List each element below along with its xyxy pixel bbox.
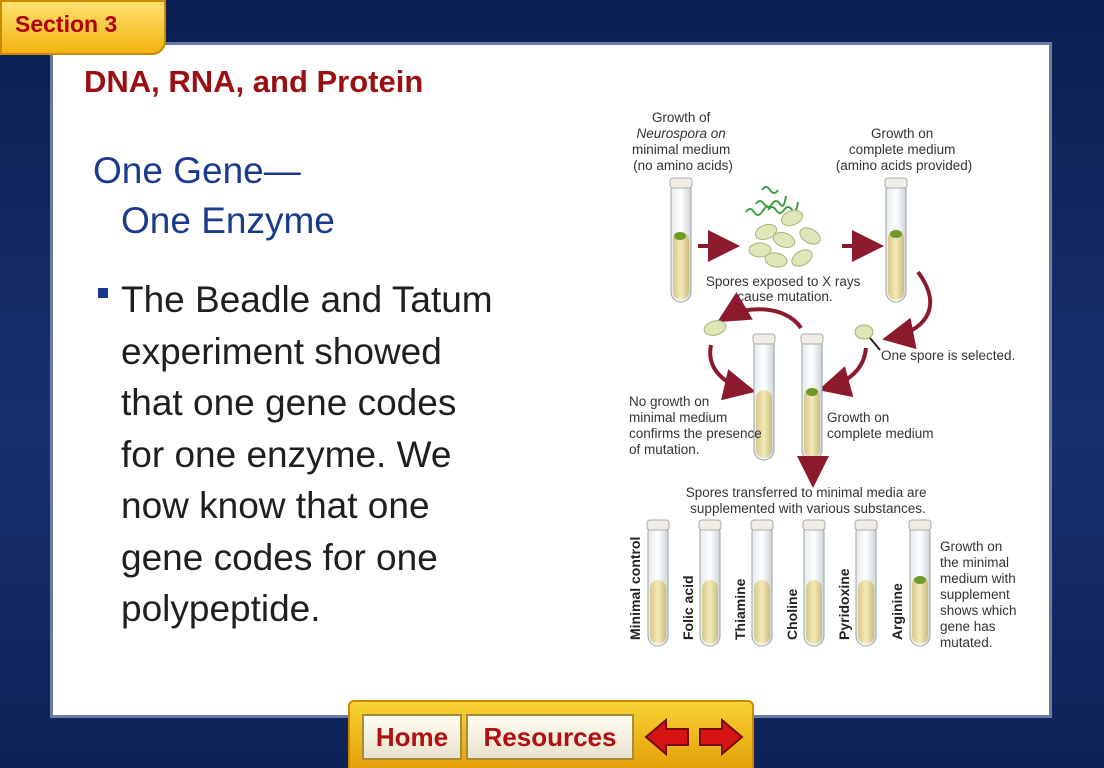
slide-heading-line1: One Gene— bbox=[93, 150, 301, 191]
right-arrow-icon[interactable] bbox=[696, 716, 746, 758]
label-no-growth-1: No growth on bbox=[629, 394, 709, 409]
label-supplement-result-3: medium with bbox=[940, 571, 1016, 586]
label-supplement-result-5: shows which bbox=[940, 603, 1017, 618]
test-tube-icon bbox=[800, 333, 824, 461]
spore-icon bbox=[854, 324, 874, 340]
label-transferred-2: supplemented with various substances. bbox=[690, 501, 926, 516]
slide-panel bbox=[50, 42, 1052, 718]
bullet-line: The Beadle and Tatum bbox=[121, 279, 493, 320]
test-tube-icon bbox=[750, 519, 774, 647]
slide-heading-line2: One Enzyme bbox=[121, 200, 335, 241]
test-tube-icon bbox=[646, 519, 670, 647]
label-growth-minimal-4: (no amino acids) bbox=[633, 158, 733, 173]
supplement-label-arginine: Arginine bbox=[889, 583, 905, 640]
label-supplement-result-1: Growth on bbox=[940, 539, 1002, 554]
bullet-line: polypeptide. bbox=[121, 588, 321, 629]
label-supplement-result-6: gene has bbox=[940, 619, 996, 634]
label-xrays-2: cause mutation. bbox=[737, 289, 832, 304]
label-growth-on-complete-2: complete medium bbox=[827, 426, 934, 441]
section-tab: Section 3 bbox=[0, 0, 166, 55]
bullet-text: The Beadle and Tatum experiment showed t… bbox=[121, 274, 571, 635]
bullet-line: gene codes for one bbox=[121, 536, 438, 578]
label-growth-on-complete-1: Growth on bbox=[827, 410, 889, 425]
svg-text:Growth of Neurospora on: Growth of Neurospora on minimal medium (… bbox=[632, 110, 734, 173]
test-tube-icon bbox=[752, 333, 776, 461]
beadle-tatum-figure: Growth of Neurospora on minimal medium (… bbox=[627, 110, 1020, 650]
label-no-growth-3: confirms the presence bbox=[629, 426, 762, 441]
test-tube-icon bbox=[669, 177, 693, 303]
label-growth-minimal-2: Neurospora on bbox=[636, 126, 725, 141]
svg-text:Growth on complete medium: Growth on complete medium (amino acids p… bbox=[836, 126, 973, 173]
left-arrow-icon[interactable] bbox=[642, 716, 692, 758]
svg-text:No growth on minimal mediu: No growth on minimal medium confirms the… bbox=[629, 394, 766, 457]
navigation-bar: Home Resources bbox=[348, 700, 754, 768]
test-tube-icon bbox=[698, 519, 722, 647]
bullet-line: experiment showed bbox=[121, 330, 442, 372]
label-supplement-result-2: the minimal bbox=[940, 555, 1009, 570]
bullet-line: that one gene codes bbox=[121, 382, 457, 423]
arrow-icon bbox=[717, 292, 803, 330]
test-tube-icon bbox=[908, 519, 932, 647]
bullet-line: for one enzyme. We bbox=[121, 433, 452, 475]
arrow-icon bbox=[882, 270, 933, 350]
bullet-marker bbox=[98, 288, 108, 298]
label-growth-minimal-1: Growth of bbox=[652, 110, 711, 125]
test-tube-icon bbox=[884, 177, 908, 303]
label-transferred-1: Spores transferred to minimal media are bbox=[686, 485, 927, 500]
label-supplement-result-7: mutated. bbox=[940, 635, 993, 650]
label-growth-complete-3: (amino acids provided) bbox=[836, 158, 973, 173]
svg-text:Growth on the minimal: Growth on the minimal medium with supple… bbox=[940, 539, 1020, 650]
bullet-line: now know that one bbox=[121, 485, 430, 526]
home-button[interactable]: Home bbox=[362, 714, 462, 760]
arrow-icon bbox=[818, 347, 868, 398]
label-growth-minimal-3: minimal medium bbox=[632, 142, 730, 157]
arrow-icon bbox=[708, 344, 756, 401]
supplement-label-folic-acid: Folic acid bbox=[680, 575, 696, 640]
test-tube-icon bbox=[854, 519, 878, 647]
label-growth-complete-1: Growth on bbox=[871, 126, 933, 141]
label-xrays-1: Spores exposed to X rays bbox=[706, 274, 861, 289]
label-supplement-result-4: supplement bbox=[940, 587, 1010, 602]
spore-icon bbox=[703, 320, 727, 336]
supplement-label-pyridoxine: Pyridoxine bbox=[836, 568, 852, 640]
supplement-label-thiamine: Thiamine bbox=[732, 578, 748, 640]
svg-text:Growth on complete medium: Growth on complete medium bbox=[827, 410, 934, 441]
label-no-growth-2: minimal medium bbox=[629, 410, 727, 425]
label-selected: One spore is selected. bbox=[881, 348, 1015, 363]
supplement-label-minimal-control: Minimal control bbox=[627, 537, 643, 640]
resources-button[interactable]: Resources bbox=[466, 714, 634, 760]
label-no-growth-4: of mutation. bbox=[629, 442, 700, 457]
label-growth-complete-2: complete medium bbox=[849, 142, 956, 157]
spores-icon bbox=[748, 209, 821, 268]
chapter-title: DNA, RNA, and Protein bbox=[84, 64, 424, 99]
supplement-label-choline: Choline bbox=[784, 588, 800, 640]
svg-text:Spores transferred to minimal: Spores transferred to minimal media are … bbox=[686, 485, 931, 516]
svg-text:Spores exposed to X rays c: Spores exposed to X rays cause mutation. bbox=[706, 274, 864, 304]
test-tube-icon bbox=[802, 519, 826, 647]
